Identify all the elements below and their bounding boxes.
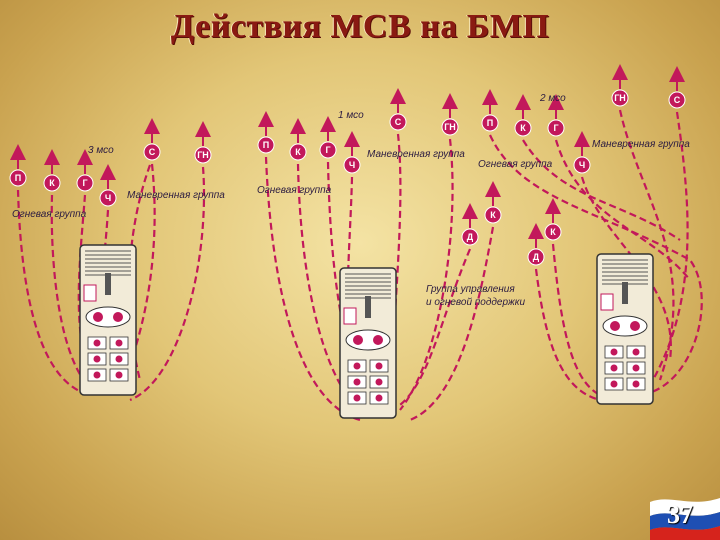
- svg-text:Ч: Ч: [349, 160, 355, 170]
- label-fire-group-right: Огневая группа: [478, 159, 553, 170]
- svg-text:П: П: [487, 118, 493, 128]
- soldier-node: К: [484, 206, 502, 224]
- soldier-node: К: [43, 174, 61, 192]
- soldier-node: Д: [527, 248, 545, 266]
- soldier-node: Г: [547, 119, 565, 137]
- bmp-vehicle-right: [596, 253, 654, 405]
- movement-route: [50, 194, 93, 391]
- soldier-node: Ч: [343, 156, 361, 174]
- bmp-vehicle-center: [339, 267, 397, 419]
- soldier-node: Г: [76, 174, 94, 192]
- movement-route: [649, 111, 689, 386]
- svg-text:К: К: [49, 178, 55, 188]
- svg-text:Ч: Ч: [579, 160, 585, 170]
- label-fire-group-center: Огневая группа: [257, 185, 332, 196]
- svg-text:К: К: [550, 227, 556, 237]
- label-control-group-line2: и огневой поддержки: [426, 297, 526, 308]
- svg-text:П: П: [15, 173, 21, 183]
- svg-text:С: С: [395, 117, 402, 127]
- soldier-node: С: [389, 113, 407, 131]
- movement-route: [399, 138, 454, 411]
- svg-text:К: К: [520, 123, 526, 133]
- soldier-node: К: [544, 223, 562, 241]
- label-maneuver-group-center: Маневренная группа: [367, 149, 465, 160]
- soldier-node: К: [289, 143, 307, 161]
- slide-title: Действия МСВ на БМП: [170, 8, 550, 45]
- label-1mso: 1 мсо: [338, 110, 364, 121]
- slide-number: 37: [667, 500, 693, 529]
- soldier-node: П: [257, 136, 275, 154]
- svg-text:Д: Д: [467, 232, 474, 242]
- label-2mso: 2 мсо: [539, 93, 566, 104]
- soldier-node: П: [9, 169, 27, 187]
- movement-route: [489, 134, 703, 397]
- soldier-node: С: [668, 91, 686, 109]
- svg-text:П: П: [263, 140, 269, 150]
- movement-route: [554, 139, 691, 281]
- svg-text:К: К: [295, 147, 301, 157]
- label-3mso: 3 мсо: [88, 145, 114, 156]
- movement-route: [534, 268, 601, 402]
- movement-route: [399, 248, 472, 406]
- slide-number-badge: 37: [650, 494, 720, 540]
- svg-text:ГН: ГН: [444, 122, 456, 132]
- movement-route: [129, 166, 206, 402]
- label-fire-group-left: Огневая группа: [12, 209, 87, 220]
- soldier-node: С: [143, 143, 161, 161]
- movement-route: [264, 156, 361, 422]
- russian-flag-icon: [650, 498, 720, 540]
- soldier-node: Г: [319, 141, 337, 159]
- svg-text:Д: Д: [533, 252, 540, 262]
- svg-text:Ч: Ч: [105, 193, 111, 203]
- movement-route: [522, 139, 681, 241]
- svg-text:Г: Г: [553, 123, 558, 133]
- movement-route: [551, 243, 601, 396]
- soldier-node: ГН: [441, 118, 459, 136]
- soldier-node: Ч: [573, 156, 591, 174]
- movement-route: [409, 226, 495, 422]
- soldier-node: К: [514, 119, 532, 137]
- soldier-node: П: [481, 114, 499, 132]
- soldier-node: Ч: [99, 189, 117, 207]
- svg-text:С: С: [674, 95, 681, 105]
- soldier-node: ГН: [194, 146, 212, 164]
- movement-route: [326, 161, 371, 411]
- movement-route: [77, 194, 96, 386]
- label-control-group-line1: Группа управления: [426, 284, 515, 295]
- movement-route: [618, 109, 675, 381]
- svg-text:Г: Г: [82, 178, 87, 188]
- soldier-node: Д: [461, 228, 479, 246]
- svg-text:ГН: ГН: [197, 150, 209, 160]
- label-maneuver-group-right: Маневренная группа: [592, 139, 690, 150]
- soldier-node: ГН: [611, 89, 629, 107]
- bmp-vehicle-left: [79, 244, 137, 396]
- label-maneuver-group-left: Маневренная группа: [127, 190, 225, 201]
- svg-text:К: К: [490, 210, 496, 220]
- svg-text:ГН: ГН: [614, 93, 626, 103]
- movement-route: [16, 189, 91, 397]
- svg-text:С: С: [149, 147, 156, 157]
- svg-text:Г: Г: [325, 145, 330, 155]
